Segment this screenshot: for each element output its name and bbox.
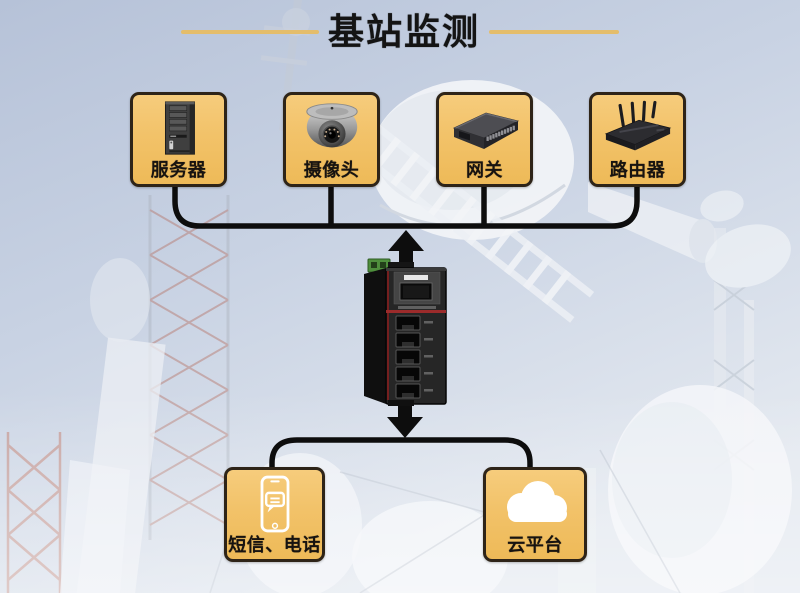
sms-phone-icon — [227, 470, 322, 534]
title-rule-left — [180, 30, 319, 34]
title-rule-right — [489, 30, 619, 34]
industrial-switch-icon — [356, 254, 452, 406]
node-label: 网关 — [466, 160, 503, 180]
up-arrow-icon — [388, 230, 424, 272]
page-title: 基站监测 — [327, 11, 480, 52]
bottom-bus-line — [269, 437, 533, 468]
title-bar: 基站监测 — [0, 11, 800, 53]
cloud-icon — [486, 470, 584, 534]
node-label: 服务器 — [150, 160, 207, 180]
node-label: 短信、电话 — [228, 535, 321, 555]
node-label: 路由器 — [609, 160, 666, 180]
node-label: 云平台 — [507, 535, 563, 555]
node-sms-phone: 短信、电话 — [224, 467, 325, 562]
server-icon — [133, 95, 224, 159]
node-gateway: 网关 — [436, 92, 533, 187]
node-cloud-platform: 云平台 — [483, 467, 587, 562]
down-arrow-icon — [387, 402, 423, 438]
node-label: 摄像头 — [303, 160, 360, 180]
dome-camera-icon — [286, 95, 377, 159]
node-router: 路由器 — [589, 92, 686, 187]
router-icon — [592, 95, 683, 159]
top-bus-line — [172, 187, 640, 229]
node-camera: 摄像头 — [283, 92, 380, 187]
gateway-icon — [439, 95, 530, 159]
node-server: 服务器 — [130, 92, 227, 187]
